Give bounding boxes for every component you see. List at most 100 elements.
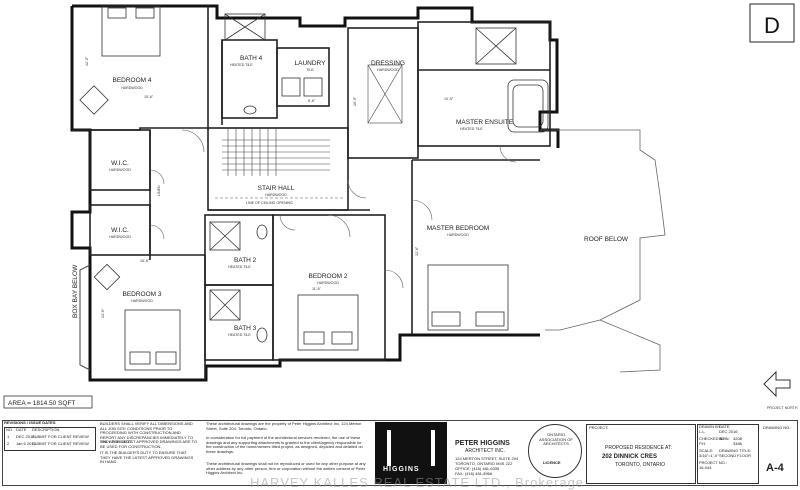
dim-laundry: 8'-6": [308, 99, 316, 103]
dim-bedroom3-depth: 13'-6": [101, 308, 105, 318]
floor-label-ensuite: HEATED TILE: [460, 127, 483, 131]
dressing-island: [367, 64, 403, 124]
interior-walls: [72, 6, 551, 380]
drawing-no-value: A-4: [766, 462, 784, 474]
dim-dressing: 10'-0": [353, 96, 357, 106]
rev-row2-desc: SUBMIT FOR CLIENT REVIEW: [32, 441, 89, 446]
rev-row1-date: DEC 2016: [16, 434, 35, 439]
floor-label-wic1: HARDWOOD: [109, 168, 131, 172]
rev-row2-no: 2: [7, 441, 10, 446]
firm-sub: ARCHITECT INC.: [465, 448, 505, 454]
drawn-by-value: L.L.: [699, 429, 706, 434]
rev-header-no: NO.: [6, 427, 14, 432]
room-label-wic2: W.I.C.: [111, 227, 129, 234]
sheet-letter-box: [749, 3, 795, 43]
rev-row1-no: 1: [7, 434, 10, 439]
floor-label-bedroom4: HARDWOOD: [121, 86, 143, 90]
floor-label-stairhall: HARDWOOD: [265, 193, 287, 197]
rev-row1-desc: SUBMIT FOR CLIENT REVIEW: [32, 434, 89, 439]
floor-label-wic2: HARDWOOD: [109, 235, 131, 239]
north-label: PROJECT NORTH: [767, 406, 798, 410]
linen-label: LINEN: [157, 185, 161, 196]
room-label-master: MASTER BEDROOM: [427, 225, 489, 232]
note-verify: BUILDERS SHALL VERIFY ALL DIMENSIONS AND…: [100, 421, 194, 445]
checked-value: P.H.: [699, 441, 707, 446]
logo-mark-icon: [387, 430, 435, 466]
date-label: DATE:: [719, 424, 731, 429]
seal-text: ONTARIO ASSOCIATION OF ARCHITECTS: [539, 432, 573, 447]
roof-below-label: ROOF BELOW: [584, 236, 629, 243]
firm-name: PETER HIGGINS: [455, 440, 510, 447]
watermark: HARVEY KALLES REAL ESTATE LTD., Brokerag…: [250, 475, 585, 490]
architect-seal: ONTARIO ASSOCIATION OF ARCHITECTS LICENC…: [528, 424, 582, 478]
room-label-bath3: BATH 3: [234, 325, 257, 332]
rev-row2-date: Jan 6 2017: [16, 441, 36, 446]
bcin-1: 4208: [733, 436, 742, 441]
roof-below-outline: [540, 129, 666, 373]
project-no-label: PROJECT NO.:: [699, 460, 727, 465]
dim-master-depth: 12'-6": [415, 246, 419, 256]
project-address: 202 DINNICK CRES: [602, 454, 658, 460]
floor-label-bedroom2: HARDWOOD: [317, 281, 339, 285]
bcin-2: 3486: [733, 441, 742, 446]
floor-label-bath3: HEATED TILE: [228, 333, 251, 337]
project-no-value: 16-044: [699, 465, 712, 470]
copyright-p2: In consideration for full payment of the…: [206, 435, 363, 454]
drawing-no-label: DRAWING NO.:: [763, 425, 792, 430]
firm-logo: HIGGINS: [375, 422, 447, 484]
floor-label-bedroom3: HARDWOOD: [131, 299, 153, 303]
project-label: PROJECT:: [589, 425, 609, 430]
dim-bedroom3-width: 15'-6": [140, 259, 150, 263]
room-label-dressing: DRESSING: [371, 60, 405, 67]
door-swings: [149, 129, 517, 289]
north-arrow-icon: [763, 370, 791, 398]
bcin-label: BCIN:: [719, 436, 730, 441]
drawing-title-value: SECOND FLOOR: [719, 453, 752, 458]
firm-phone: OFFICE: (416) 481-6335: [455, 466, 500, 471]
project-line1: PROPOSED RESIDENCE AT:: [605, 445, 672, 451]
revisions-title: REVISIONS / ISSUE DATES: [4, 420, 56, 425]
project-city: TORONTO, ONTARIO: [615, 462, 666, 468]
room-label-laundry: LAUNDRY: [295, 60, 327, 67]
copyright-p1: These architectural drawings are the pro…: [206, 421, 362, 431]
area-label: AREA = 1814.50 SQFT: [8, 400, 75, 407]
note-duty: IT IS THE BUILDER'S DUTY TO ENSURE THAT …: [100, 450, 194, 465]
title-block: [2, 420, 798, 486]
scale-value: 3/16"=1'-0": [699, 453, 719, 458]
firm-fax: FAX: (416) 481-8966: [455, 471, 493, 476]
project-box: [586, 424, 696, 484]
checked-label: CHECKED BY:: [699, 436, 726, 441]
firm-addr2: TORONTO, ONTARIO M4S 2Z2: [455, 461, 513, 466]
floor-label-bath2: HEATED TILE: [228, 265, 251, 269]
room-label-ensuite: MASTER ENSUITE: [456, 119, 514, 126]
note-latest: ONLY THE LATEST APPROVED DRAWINGS ARE TO…: [100, 439, 198, 449]
floor-label-master: HARDWOOD: [447, 233, 469, 237]
room-label-bath2: BATH 2: [234, 257, 257, 264]
rev-header-desc: DESCRIPTION: [32, 427, 60, 432]
box-bay-outline: [79, 264, 91, 371]
dim-ensuite: 10'-5": [444, 97, 454, 101]
floor-label-dressing: HARDWOOD: [377, 68, 399, 72]
drawing-info-box: [697, 424, 759, 484]
seal-label: LICENCE: [543, 460, 561, 465]
room-label-bedroom2: BEDROOM 2: [308, 273, 347, 280]
ceiling-opening-label: LINE OF CEILING OPENING: [246, 201, 293, 205]
revisions-table: [4, 427, 96, 451]
date-value: DEC 2016: [719, 429, 738, 434]
dim-bedroom2: 11'-6": [312, 287, 322, 291]
furniture: [79, 5, 549, 371]
rev-header-date: DATE: [16, 427, 27, 432]
area-box: [3, 395, 93, 409]
bay-below-label: BOX BAY BELOW: [72, 264, 79, 318]
room-label-stairhall: STAIR HALL: [258, 185, 295, 192]
scale-label: SCALE:: [699, 448, 714, 453]
floor-label-laundry: TILE: [306, 68, 314, 72]
sheet-letter: D: [764, 13, 780, 38]
logo-text: HIGGINS: [383, 466, 420, 473]
drawing-title-label: DRAWING TITLE:: [719, 448, 752, 453]
firm-addr1: 124 MERTON STREET, SUITE 204: [455, 456, 519, 461]
stair-treads: [222, 128, 330, 176]
copyright-p3: These architectural drawings shall not b…: [206, 461, 366, 476]
room-label-bedroom3: BEDROOM 3: [122, 291, 161, 298]
